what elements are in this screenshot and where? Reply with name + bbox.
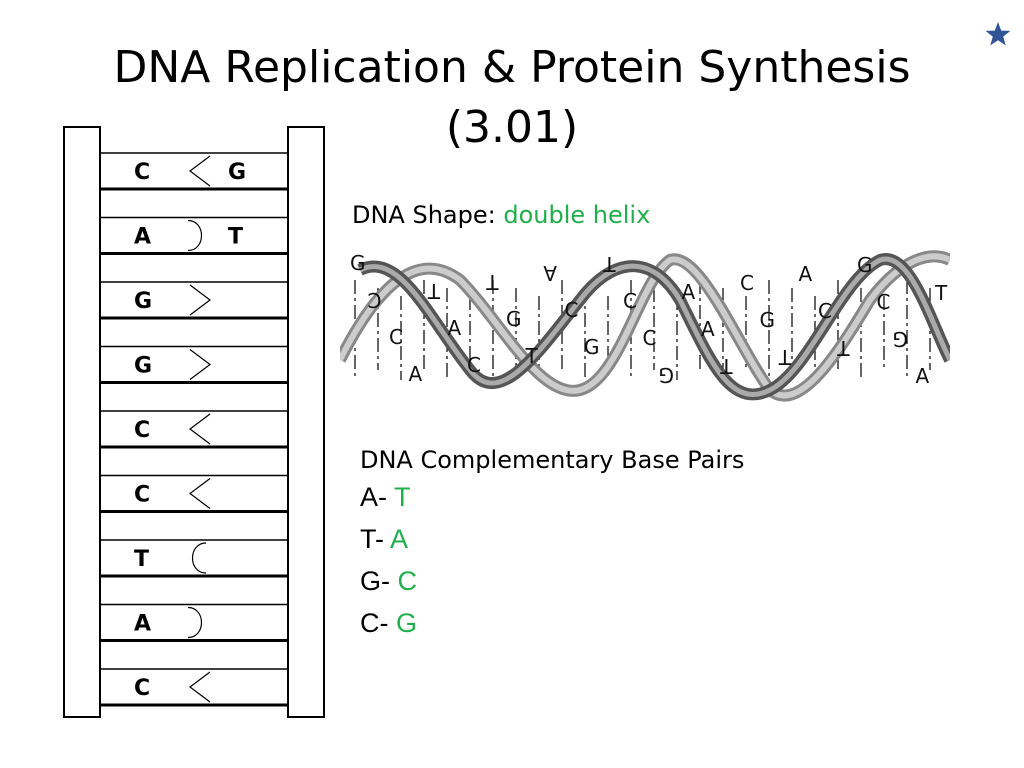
ladder-rung: G	[100, 281, 288, 320]
helix-letter: C	[389, 325, 403, 349]
base-shape	[192, 542, 207, 574]
helix-letter: G	[350, 251, 366, 275]
rung-left-base: A	[134, 612, 151, 637]
ladder-rung: C	[100, 410, 288, 449]
base-pair-base: G-	[360, 566, 398, 596]
rung-left-base: G	[134, 289, 152, 314]
base-pair-complement: G	[396, 608, 418, 638]
rung-left-base: C	[134, 160, 150, 185]
helix-letter: T	[486, 270, 500, 294]
rung-right-base: T	[228, 225, 243, 250]
helix-letter: C	[368, 288, 382, 312]
ladder-rung: C	[100, 668, 288, 707]
rung-left-base: C	[134, 483, 150, 508]
rung-left-base: C	[134, 676, 150, 701]
helix-letter: A	[701, 317, 715, 341]
title-line-2: (3.01)	[445, 102, 579, 153]
base-pair-complement: A	[390, 524, 409, 554]
rung-left-base: G	[134, 354, 152, 379]
rung-left-base: T	[134, 547, 149, 572]
base-pairs-heading: DNA Complementary Base Pairs	[360, 446, 745, 474]
base-pair-base: T-	[360, 524, 391, 554]
base-shape	[189, 671, 211, 703]
ladder-rung: A	[100, 603, 288, 642]
helix-letter: A	[543, 261, 557, 285]
base-shape	[187, 219, 202, 252]
helix-letter: C	[877, 290, 891, 314]
rung-right-base: G	[228, 160, 246, 185]
helix-letter: T	[720, 354, 734, 378]
helix-letter: A	[799, 262, 813, 286]
helix-letter: G	[584, 335, 600, 359]
ladder-rung: T	[100, 539, 288, 578]
base-shape	[187, 606, 202, 639]
base-pair-base: A-	[360, 482, 395, 512]
helix-letter: G	[506, 307, 522, 331]
dna-shape-line: DNA Shape: double helix	[352, 200, 650, 230]
ladder-right-rail	[287, 126, 325, 718]
helix-letter: T	[603, 252, 617, 276]
base-pair-t: T- A	[360, 522, 408, 556]
helix-letter: A	[916, 364, 930, 388]
base-shape	[189, 413, 211, 445]
rung-left-base: C	[134, 418, 150, 443]
base-pair-c: C- G	[360, 606, 417, 640]
rung-left-base: A	[134, 225, 151, 250]
ladder-rung: G	[100, 345, 288, 384]
star-icon	[985, 22, 1011, 46]
helix-letter: A	[682, 280, 696, 304]
helix-letter: A	[409, 362, 423, 386]
helix-letter: T	[525, 344, 539, 368]
helix-letter: C	[467, 353, 481, 377]
ladder-rung: C	[100, 474, 288, 513]
base-pair-a: A- T	[360, 480, 411, 514]
helix-letter: C	[623, 289, 637, 313]
helix-letter: T	[934, 281, 948, 305]
base-shape	[189, 284, 211, 316]
helix-letter: G	[659, 363, 675, 387]
base-shape	[189, 155, 211, 187]
slide-title: DNA Replication & Protein Synthesis (3.0…	[0, 38, 1024, 158]
helix-letter: T	[837, 336, 851, 360]
base-pair-g: G- C	[360, 564, 417, 598]
helix-letter: T	[427, 279, 441, 303]
helix-letter: C	[740, 271, 754, 295]
helix-letter: G	[857, 253, 873, 277]
dna-shape-label: DNA Shape:	[352, 201, 504, 229]
helix-letter: C	[818, 299, 832, 323]
base-shape	[189, 478, 211, 509]
helix-letter: G	[760, 308, 776, 332]
helix-letter: T	[778, 345, 792, 369]
helix-letter: A	[448, 316, 462, 340]
helix-letter: C	[643, 326, 657, 350]
title-line-1: DNA Replication & Protein Synthesis	[113, 42, 911, 93]
base-pair-complement: C	[397, 566, 418, 596]
helix-letter: C	[565, 298, 579, 322]
base-shape	[189, 349, 211, 380]
ladder-left-rail	[63, 126, 101, 718]
dna-shape-value: double helix	[503, 201, 651, 229]
base-pair-complement: T	[394, 482, 411, 512]
base-pair-base: C-	[360, 608, 396, 638]
helix-letter: G	[893, 327, 909, 351]
